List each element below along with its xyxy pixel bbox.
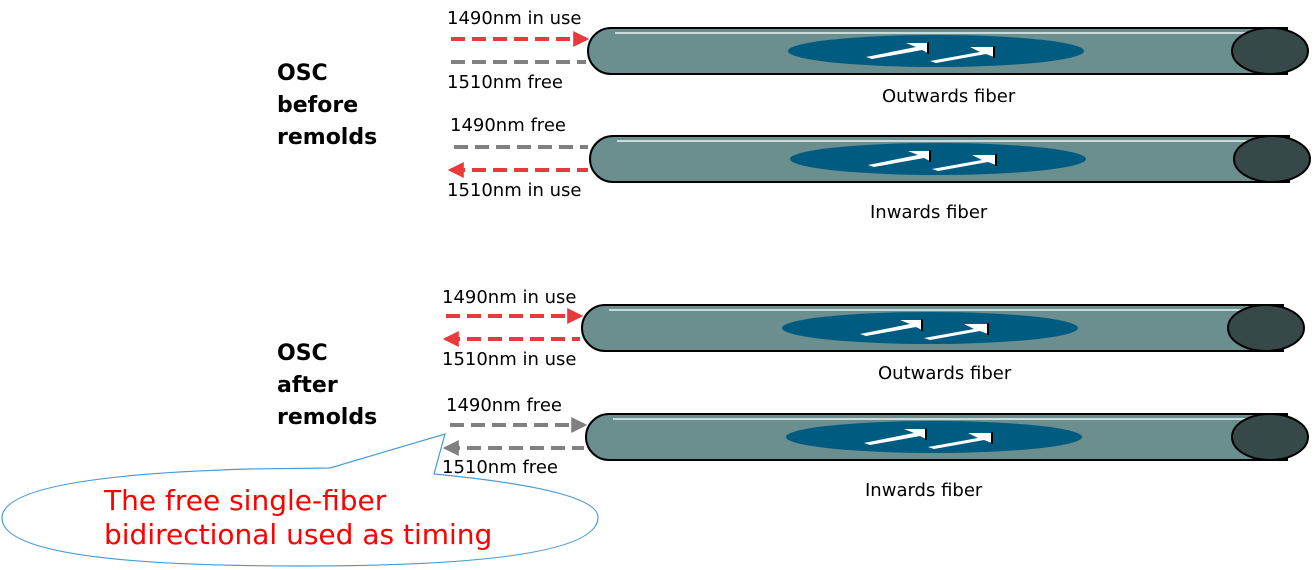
wavelength-label: 1490nm free xyxy=(446,395,562,416)
fiber-end-cap xyxy=(1231,413,1309,461)
wavelength-label: 1490nm free xyxy=(450,115,566,136)
callout-text: The free single-fiber bidirectional used… xyxy=(104,484,492,552)
wavelength-label: 1510nm in use xyxy=(442,349,577,370)
callout-line: bidirectional used as timing xyxy=(104,518,493,551)
fiber-end-cap xyxy=(1227,304,1305,352)
flow-arrow-icon xyxy=(928,432,993,449)
fiber-cable xyxy=(589,135,1311,183)
flow-arrow-icon xyxy=(864,428,927,445)
title-line: remolds xyxy=(277,405,378,430)
fiber-name-label: Outwards fiber xyxy=(878,363,1012,384)
flow-arrow-icon xyxy=(860,319,923,336)
fiber-name-label: Inwards fiber xyxy=(865,480,983,501)
fiber-core xyxy=(790,143,1086,175)
wavelength-label: 1490nm in use xyxy=(447,8,582,29)
section-title-before: OSC before remolds xyxy=(277,58,377,154)
flow-arrow-icon xyxy=(868,150,931,167)
fiber-end-cap xyxy=(1231,27,1309,75)
fiber-core xyxy=(782,312,1078,344)
wavelength-label: 1490nm in use xyxy=(442,287,577,308)
flow-arrow-icon xyxy=(932,154,997,171)
flow-arrow-icon xyxy=(924,323,989,340)
fiber-cable xyxy=(581,304,1305,352)
title-line: after xyxy=(277,373,338,398)
callout-line: The free single-fiber xyxy=(104,484,387,517)
title-line: remolds xyxy=(277,125,378,150)
title-line: OSC xyxy=(277,341,328,366)
fiber-cable xyxy=(587,27,1309,75)
section-title-after: OSC after remolds xyxy=(277,338,377,434)
flow-arrow-icon xyxy=(866,42,929,59)
fiber-core xyxy=(788,35,1084,67)
flow-arrow-icon xyxy=(930,46,995,63)
title-line: OSC xyxy=(277,61,328,86)
title-line: before xyxy=(277,93,359,118)
wavelength-label: 1510nm free xyxy=(447,72,563,93)
wavelength-label: 1510nm in use xyxy=(447,180,582,201)
fiber-core xyxy=(786,421,1082,453)
wavelength-label: 1510nm free xyxy=(442,457,558,478)
callout-bubble xyxy=(1,433,599,567)
fiber-cable xyxy=(585,413,1309,461)
fiber-name-label: Inwards fiber xyxy=(870,202,988,223)
fiber-end-cap xyxy=(1233,135,1311,183)
fiber-name-label: Outwards fiber xyxy=(882,86,1016,107)
